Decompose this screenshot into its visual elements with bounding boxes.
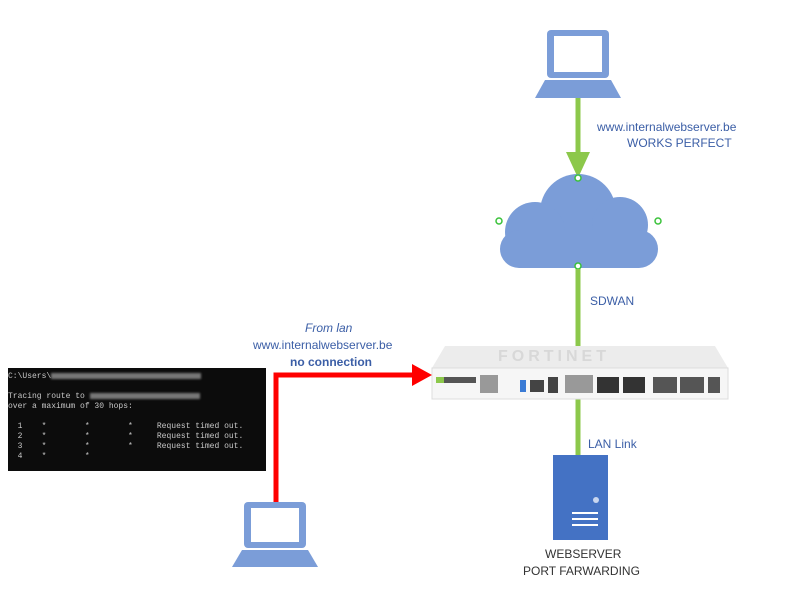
redacted-text [89,392,200,399]
server-label-role: PORT FARWARDING [523,564,640,578]
terminal-window: C:\Users\ Tracing route to over a maximu… [8,368,266,471]
server-icon [553,455,608,540]
top-client-label-url: www.internalwebserver.be [597,120,737,134]
redacted-text [51,372,202,379]
terminal-hop-row: 4 * * [17,452,90,461]
terminal-prompt: C:\Users\ [8,372,52,381]
firewall-appliance [431,346,729,400]
top-laptop-icon [535,30,621,98]
cloud-icon [500,174,658,268]
lan-laptop-icon [232,502,318,567]
lan-link-label: LAN Link [588,437,637,451]
terminal-trace-line: Tracing route to [8,392,90,401]
terminal-max-hops-line: over a maximum of 30 hops: [8,402,133,411]
firewall-brand: FORTINET [498,348,610,365]
terminal-hop-row: 2 * * * Request timed out. [17,432,244,441]
server-label-name: WEBSERVER [545,547,622,561]
connection-points [495,174,662,270]
terminal-hop-row: 1 * * * Request timed out. [17,422,244,431]
internet-link-arrow [566,98,590,178]
lan-client-label-source: From lan [305,321,353,335]
top-client-label-status: WORKS PERFECT [627,136,732,150]
failed-lan-link-arrow [273,364,432,503]
lan-client-label-url: www.internalwebserver.be [253,338,393,352]
terminal-hop-row: 3 * * * Request timed out. [17,442,244,451]
lan-client-label-status: no connection [290,355,372,369]
sdwan-label: SDWAN [590,294,635,308]
